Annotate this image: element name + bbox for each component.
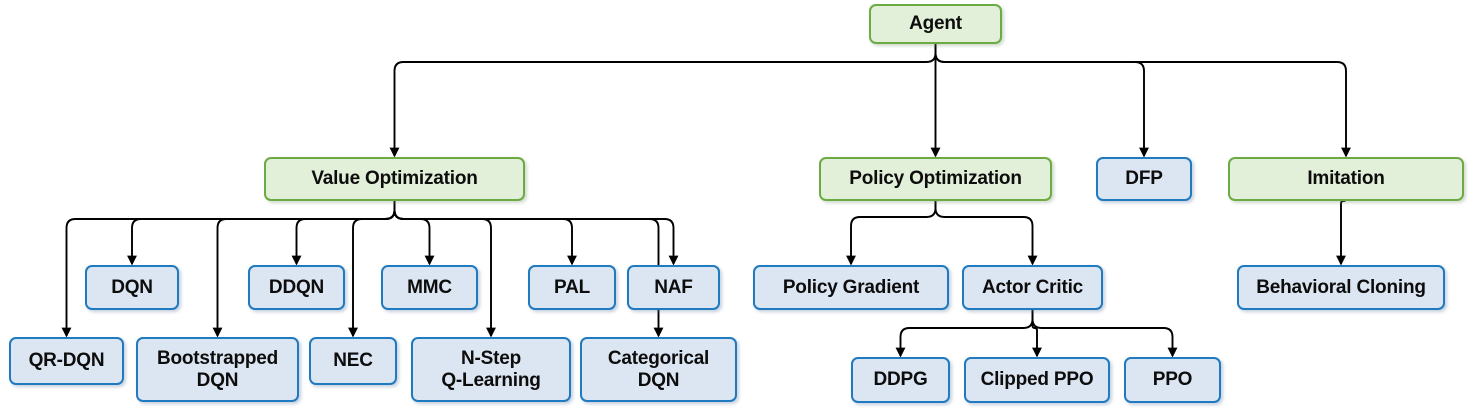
node-label-line: PPO	[1152, 369, 1193, 391]
node-imitation[interactable]: Imitation	[1228, 157, 1464, 201]
node-qr-dqn[interactable]: QR-DQN	[9, 337, 124, 385]
node-label: Agent	[903, 13, 968, 34]
node-label-line: Bootstrapped	[156, 348, 279, 370]
node-label-line: DQN	[637, 369, 680, 391]
edge-value-optimization-to-mmc	[393, 201, 435, 266]
node-dqn[interactable]: DQN	[85, 265, 179, 310]
node-pal[interactable]: PAL	[528, 265, 616, 310]
node-label: NAF	[648, 277, 698, 298]
node-label: Policy Gradient	[777, 277, 925, 298]
edge-actor-critic-to-ddpg	[895, 310, 1034, 358]
node-clipped-ppo[interactable]: Clipped PPO	[964, 357, 1110, 403]
node-label: PAL	[548, 277, 596, 298]
edge-agent-to-value-optimization	[389, 44, 937, 158]
node-ppo[interactable]: PPO	[1124, 357, 1221, 403]
edge-agent-to-imitation	[934, 44, 1351, 158]
node-label-line: Policy Gradient	[782, 276, 920, 298]
node-label-line: Categorical	[607, 348, 710, 370]
node-label-line: Clipped PPO	[980, 369, 1094, 391]
node-label-line: NAF	[654, 276, 693, 298]
node-policy-gradient[interactable]: Policy Gradient	[753, 265, 949, 310]
node-mmc[interactable]: MMC	[381, 265, 478, 310]
node-label: Actor Critic	[976, 277, 1089, 298]
node-label: DDPG	[867, 369, 933, 390]
node-label-line: DQN	[111, 276, 153, 298]
edge-policy-optimization-to-actor-critic	[934, 201, 1038, 266]
node-label: Value Optimization	[305, 168, 483, 189]
node-label-line: QR-DQN	[28, 350, 105, 372]
edge-actor-critic-to-clipped-ppo	[1031, 310, 1042, 358]
node-label-line: DQN	[196, 369, 239, 391]
node-label-line: Imitation	[1307, 168, 1385, 190]
node-label-line: Q-Learning	[441, 369, 541, 391]
node-label: NEC	[327, 350, 379, 371]
node-label-line: DFP	[1125, 168, 1163, 190]
node-dfp[interactable]: DFP	[1096, 157, 1192, 201]
node-label: Behavioral Cloning	[1250, 277, 1432, 298]
node-label-line: Actor Critic	[981, 276, 1084, 298]
node-label-line: PAL	[554, 276, 590, 298]
node-actor-critic[interactable]: Actor Critic	[962, 265, 1103, 310]
node-label-line: Agent	[909, 13, 962, 35]
edge-value-optimization-to-pal	[393, 201, 577, 266]
edge-value-optimization-to-naf	[393, 201, 679, 266]
edge-value-optimization-to-ddqn	[291, 201, 396, 266]
node-label: MMC	[401, 277, 458, 298]
node-label: PPO	[1147, 369, 1199, 390]
node-label: DFP	[1119, 168, 1168, 189]
node-label-line: Value Optimization	[311, 168, 478, 190]
node-label-line: NEC	[333, 350, 373, 372]
node-nec[interactable]: NEC	[309, 337, 397, 385]
node-label: Policy Optimization	[843, 168, 1028, 189]
node-label-line: N-Step	[460, 348, 522, 370]
node-value-optimization[interactable]: Value Optimization	[264, 157, 525, 201]
edge-imitation-to-behavioral-cloning	[1336, 198, 1347, 266]
node-label-line: Policy Optimization	[849, 168, 1022, 190]
node-agent[interactable]: Agent	[869, 4, 1002, 44]
node-label-line: DDPG	[873, 369, 928, 391]
node-label-line: DDQN	[268, 276, 325, 298]
node-label-line: MMC	[407, 276, 452, 298]
node-behavioral-cloning[interactable]: Behavioral Cloning	[1237, 265, 1445, 310]
edge-policy-optimization-to-policy-gradient	[846, 201, 937, 266]
node-ddpg[interactable]: DDPG	[851, 357, 950, 403]
node-policy-optimization[interactable]: Policy Optimization	[819, 157, 1052, 201]
node-label: Clipped PPO	[975, 369, 1100, 390]
node-ddqn[interactable]: DDQN	[248, 265, 345, 310]
node-label: QR-DQN	[23, 350, 111, 371]
edge-agent-to-dfp	[934, 44, 1149, 158]
edge-actor-critic-to-ppo	[1031, 310, 1178, 358]
node-label: DDQN	[263, 277, 330, 298]
node-naf[interactable]: NAF	[627, 265, 720, 310]
node-label-line: Behavioral Cloning	[1256, 276, 1426, 298]
node-label: Imitation	[1301, 168, 1390, 189]
node-label: DQN	[105, 277, 159, 298]
edge-value-optimization-to-dqn	[127, 201, 396, 266]
